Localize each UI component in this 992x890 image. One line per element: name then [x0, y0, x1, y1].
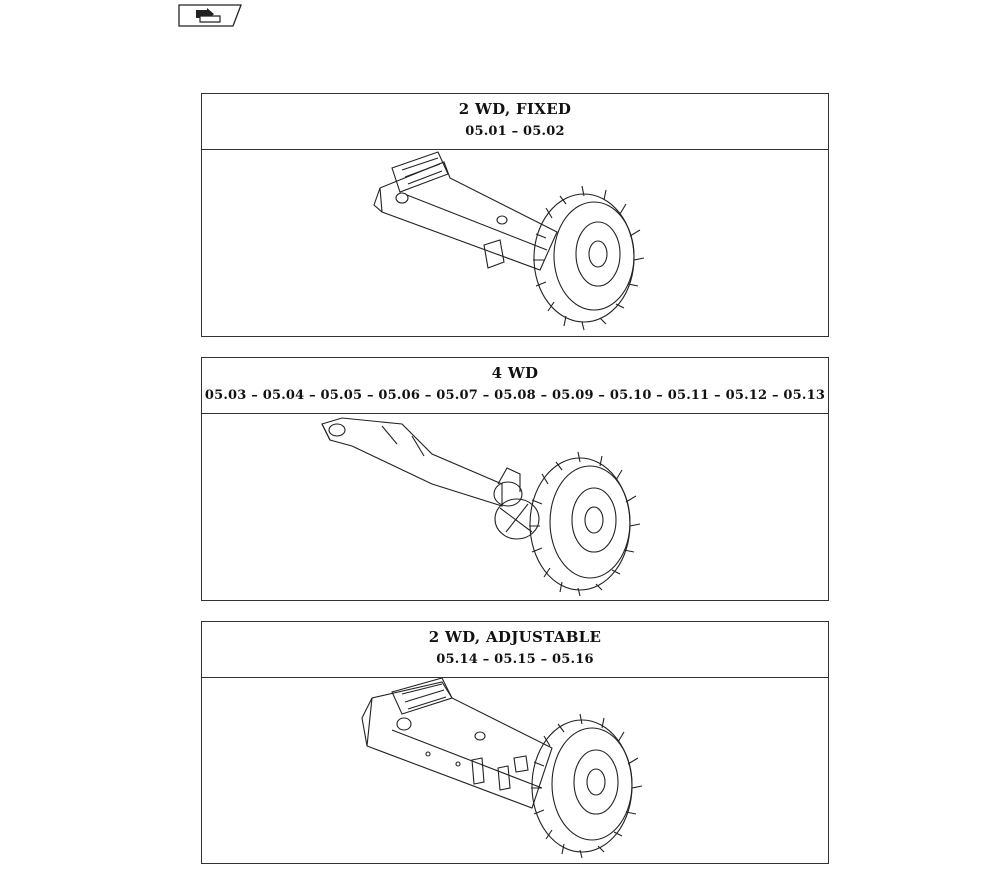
axle-2wd-fixed-illustration[interactable]	[202, 150, 828, 336]
section-title: 2 WD, FIXED	[458, 100, 572, 118]
back-arrow-tab-icon[interactable]	[178, 4, 242, 27]
section-title: 2 WD, ADJUSTABLE	[428, 628, 602, 646]
section-2wd-adjustable[interactable]: 2 WD, ADJUSTABLE 05.14 – 05.15 – 05.16	[201, 621, 829, 864]
axle-4wd-illustration[interactable]	[202, 414, 828, 600]
section-4wd[interactable]: 4 WD 05.03 – 05.04 – 05.05 – 05.06 – 05.…	[201, 357, 829, 601]
section-header: 2 WD, ADJUSTABLE 05.14 – 05.15 – 05.16	[202, 622, 828, 678]
section-title: 4 WD	[491, 364, 539, 382]
section-codes: 05.14 – 05.15 – 05.16	[436, 652, 594, 667]
section-header: 4 WD 05.03 – 05.04 – 05.05 – 05.06 – 05.…	[202, 358, 828, 414]
section-codes: 05.01 – 05.02	[465, 124, 565, 139]
section-codes: 05.03 – 05.04 – 05.05 – 05.06 – 05.07 – …	[204, 388, 826, 403]
section-2wd-fixed[interactable]: 2 WD, FIXED 05.01 – 05.02	[201, 93, 829, 337]
axle-2wd-adjustable-illustration[interactable]	[202, 678, 828, 864]
section-header: 2 WD, FIXED 05.01 – 05.02	[202, 94, 828, 150]
